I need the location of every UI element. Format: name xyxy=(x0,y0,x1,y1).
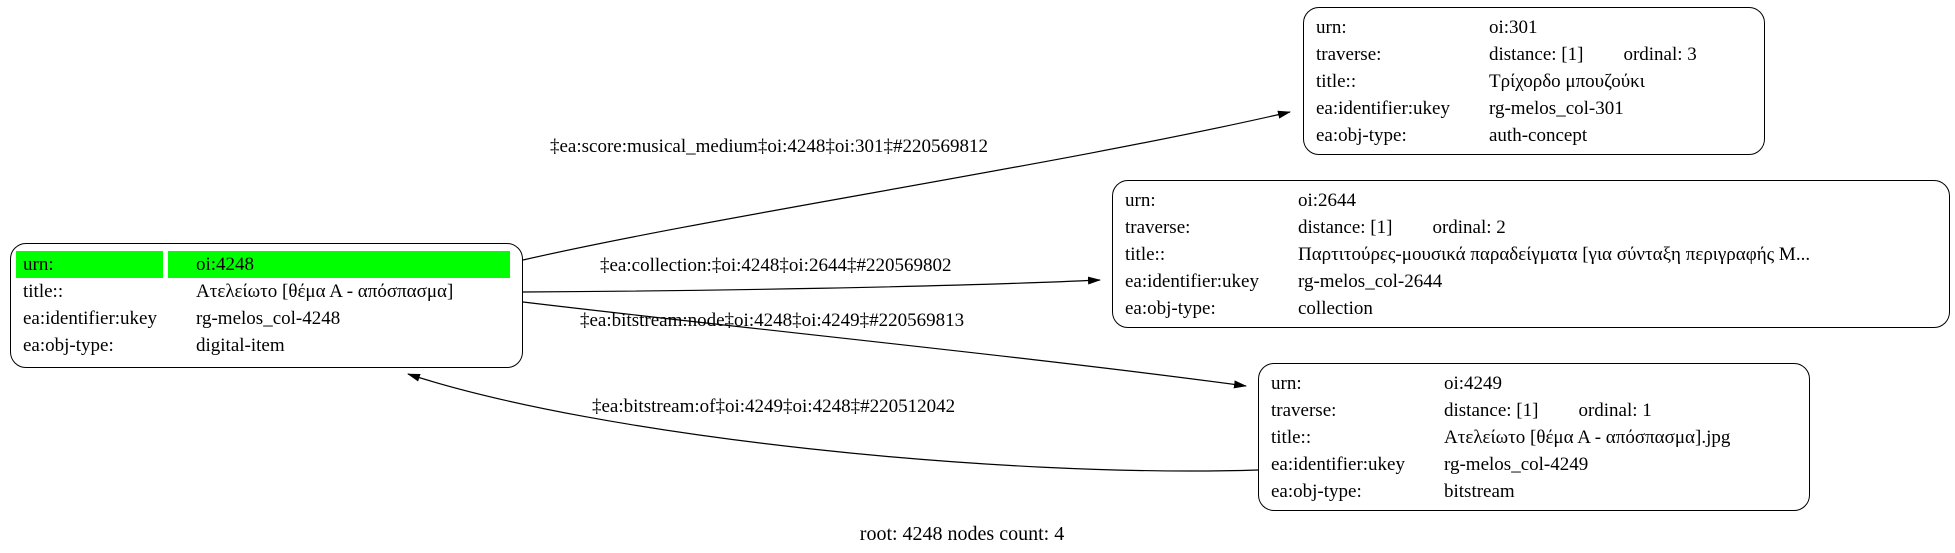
field-ukey: ea:identifier:ukey rg-melos_col-4249 xyxy=(1259,451,1809,478)
field-objtype: ea:obj-type: digital-item xyxy=(11,332,522,359)
field-urn-label: urn: xyxy=(1125,190,1156,211)
field-ukey-value: rg-melos_col-4249 xyxy=(1444,454,1589,475)
field-urn-label: urn: xyxy=(16,251,163,278)
node-oi-4248: urn: oi:4248 title:: Ατελείωτο [θέμα Α -… xyxy=(10,243,523,368)
field-objtype-label: ea:obj-type: xyxy=(23,335,114,356)
field-title-value: Ατελείωτο [θέμα Α - απόσπασμα].jpg xyxy=(1444,427,1731,448)
field-traverse-label: traverse: xyxy=(1125,217,1191,238)
field-title-value: Παρτιτούρες-μουσικά παραδείγματα [για σύ… xyxy=(1298,244,1811,265)
field-traverse-value: distance: [1] ordinal: 2 xyxy=(1270,214,1937,241)
edge-bitstream-node xyxy=(522,301,1247,389)
edge-score xyxy=(522,110,1291,261)
field-title-value: Ατελείωτο [θέμα Α - απόσπασμα] xyxy=(196,281,454,302)
field-ukey-value: rg-melos_col-2644 xyxy=(1298,271,1443,292)
field-urn: urn: oi:4248 xyxy=(11,251,522,278)
field-title-label: title:: xyxy=(1271,427,1312,448)
field-ukey-value: rg-melos_col-301 xyxy=(1489,98,1624,119)
field-ukey: ea:identifier:ukey rg-melos_col-301 xyxy=(1304,95,1764,122)
field-objtype: ea:obj-type: bitstream xyxy=(1259,478,1809,505)
field-ukey-label: ea:identifier:ukey xyxy=(1271,454,1405,475)
field-title-label: title:: xyxy=(1316,71,1357,92)
field-objtype: ea:obj-type: auth-concept xyxy=(1304,122,1764,149)
field-urn-value: oi:4248 xyxy=(168,251,510,278)
field-ukey: ea:identifier:ukey rg-melos_col-4248 xyxy=(11,305,522,332)
field-ukey-value: rg-melos_col-4248 xyxy=(196,308,341,329)
field-traverse-label: traverse: xyxy=(1316,44,1382,65)
node-oi-2644: urn: oi:2644 traverse: distance: [1] ordi… xyxy=(1112,180,1950,328)
field-traverse-value: distance: [1] ordinal: 3 xyxy=(1461,41,1752,68)
field-title: title:: Παρτιτούρες-μουσικά παραδείγματα… xyxy=(1113,241,1949,268)
field-title: title:: Ατελείωτο [θέμα Α - απόσπασμα].j… xyxy=(1259,424,1809,451)
field-urn-label: urn: xyxy=(1271,373,1302,394)
field-traverse: traverse: distance: [1] ordinal: 1 xyxy=(1259,397,1809,424)
root-summary: root: 4248 nodes count: 4 xyxy=(859,523,1065,545)
field-traverse: traverse: distance: [1] ordinal: 2 xyxy=(1113,214,1949,241)
edge-collection xyxy=(522,276,1101,293)
traverse-distance: distance: [1] xyxy=(1489,44,1584,65)
traverse-distance: distance: [1] xyxy=(1444,400,1539,421)
field-traverse: traverse: distance: [1] ordinal: 3 xyxy=(1304,41,1764,68)
field-objtype-value: collection xyxy=(1298,298,1373,319)
field-ukey-label: ea:identifier:ukey xyxy=(1316,98,1450,119)
field-objtype-value: bitstream xyxy=(1444,481,1515,502)
field-urn: urn: oi:4249 xyxy=(1259,370,1809,397)
edge-label-collection: ‡ea:collection:‡oi:4248‡oi:2644‡#2205698… xyxy=(600,255,952,276)
edge-bitstream-of xyxy=(407,373,1259,472)
field-title-label: title:: xyxy=(1125,244,1166,265)
field-objtype-label: ea:obj-type: xyxy=(1316,125,1407,146)
field-objtype-value: auth-concept xyxy=(1489,125,1588,146)
field-objtype-label: ea:obj-type: xyxy=(1125,298,1216,319)
field-traverse-value: distance: [1] ordinal: 1 xyxy=(1416,397,1797,424)
field-title: title:: Τρίχορδο μπουζούκι xyxy=(1304,68,1764,95)
node-oi-4249: urn: oi:4249 traverse: distance: [1] ordi… xyxy=(1258,363,1810,511)
traverse-ordinal: ordinal: 1 xyxy=(1578,400,1652,421)
traverse-ordinal: ordinal: 3 xyxy=(1623,44,1697,65)
field-objtype-label: ea:obj-type: xyxy=(1271,481,1362,502)
field-ukey: ea:identifier:ukey rg-melos_col-2644 xyxy=(1113,268,1949,295)
field-ukey-label: ea:identifier:ukey xyxy=(23,308,157,329)
field-objtype: ea:obj-type: collection xyxy=(1113,295,1949,322)
field-traverse-label: traverse: xyxy=(1271,400,1337,421)
edge-label-bitstream-of: ‡ea:bitstream:of‡oi:4249‡oi:4248‡#220512… xyxy=(592,396,956,417)
field-urn-label: urn: xyxy=(1316,17,1347,38)
field-urn-value: oi:4249 xyxy=(1444,373,1503,394)
field-ukey-label: ea:identifier:ukey xyxy=(1125,271,1259,292)
field-title-label: title:: xyxy=(23,281,64,302)
traverse-distance: distance: [1] xyxy=(1298,217,1393,238)
node-oi-301: urn: oi:301 traverse: distance: [1] ordin… xyxy=(1303,7,1765,155)
field-urn-value: oi:301 xyxy=(1489,17,1538,38)
edge-label-score: ‡ea:score:musical_medium‡oi:4248‡oi:301‡… xyxy=(550,136,988,157)
edge-label-bitstream-node: ‡ea:bitstream:node‡oi:4248‡oi:4249‡#2205… xyxy=(580,310,965,331)
field-urn-value: oi:2644 xyxy=(1298,190,1357,211)
field-title: title:: Ατελείωτο [θέμα Α - απόσπασμα] xyxy=(11,278,522,305)
field-urn: urn: oi:2644 xyxy=(1113,187,1949,214)
field-urn: urn: oi:301 xyxy=(1304,14,1764,41)
field-objtype-value: digital-item xyxy=(196,335,285,356)
traverse-ordinal: ordinal: 2 xyxy=(1432,217,1506,238)
field-title-value: Τρίχορδο μπουζούκι xyxy=(1489,71,1645,92)
